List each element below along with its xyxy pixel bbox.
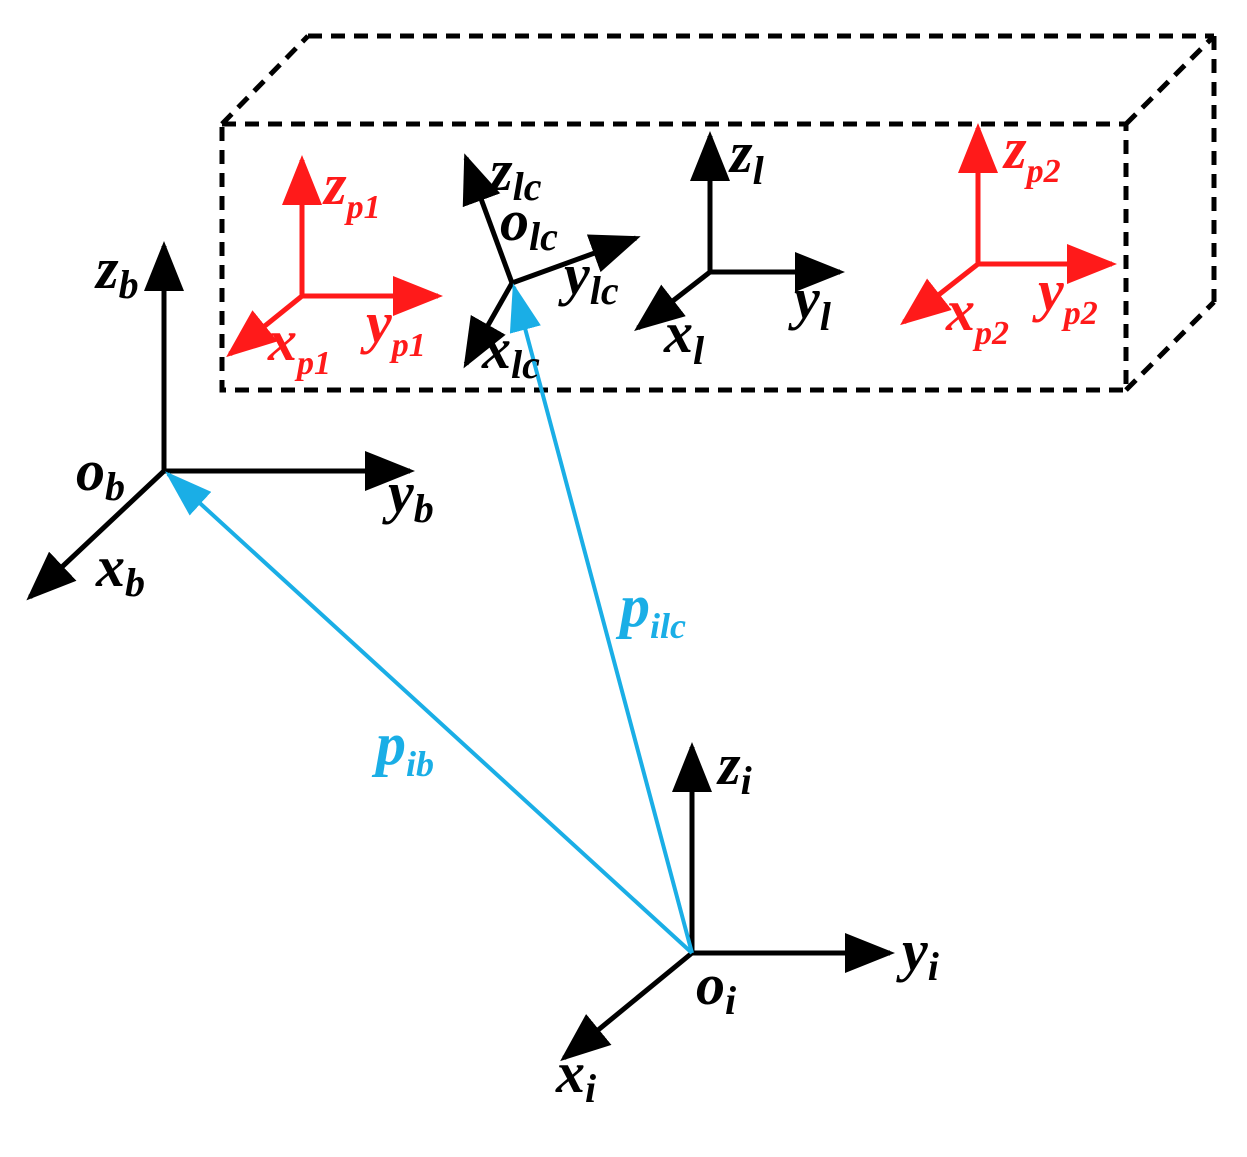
label-x-i: xi (555, 1040, 596, 1111)
frame-l (634, 131, 845, 332)
axis-x-lc (463, 281, 515, 369)
label-o-i: oi (696, 952, 736, 1023)
label-z-lc: zlc (488, 138, 542, 209)
label-p-ib: pib (371, 711, 434, 784)
label-z-p2: zp2 (1002, 116, 1061, 190)
label-z-p1: zp1 (322, 152, 381, 226)
dashed-box (219, 33, 1217, 393)
axis-x-i (560, 951, 694, 1062)
frame-p2 (900, 123, 1117, 326)
label-y-l: yl (788, 266, 832, 339)
axis-x-p1 (226, 294, 304, 358)
label-x-b: xb (95, 534, 145, 605)
frame-i (560, 742, 895, 1062)
axis-x-l (634, 270, 712, 332)
label-x-p1: xp1 (267, 308, 331, 382)
vector-p-ib (165, 471, 694, 955)
axis-x-b (26, 469, 166, 601)
axis-z-lc (462, 153, 515, 284)
label-y-b: yb (382, 460, 434, 531)
box-top-left-edge (220, 34, 310, 126)
axis-y-lc (511, 234, 641, 286)
label-z-l: zl (728, 120, 765, 193)
vector-p-ilc (509, 283, 694, 954)
label-y-i: yi (896, 918, 939, 989)
frame-p1 (226, 155, 443, 358)
box-bottom-right-edge (1124, 300, 1216, 392)
label-o-lc: olc (500, 188, 558, 259)
label-y-lc: ylc (558, 242, 619, 313)
frame-b (26, 241, 415, 601)
label-x-l: xl (663, 300, 705, 373)
box-top-right-edge (1124, 34, 1216, 126)
frame-lc (462, 153, 641, 369)
position-vectors (165, 283, 694, 955)
label-y-p2: yp2 (1032, 258, 1098, 332)
label-z-b: zb (94, 236, 139, 307)
axis-x-p2 (900, 262, 980, 326)
label-o-b: ob (76, 438, 125, 509)
box-front-face (219, 121, 1129, 393)
label-p-ilc: pilc (615, 573, 686, 646)
label-z-i: zi (716, 732, 752, 803)
label-x-p2: xp2 (945, 278, 1009, 352)
label-x-lc: xlc (481, 316, 540, 387)
label-y-p1: yp1 (360, 290, 426, 364)
